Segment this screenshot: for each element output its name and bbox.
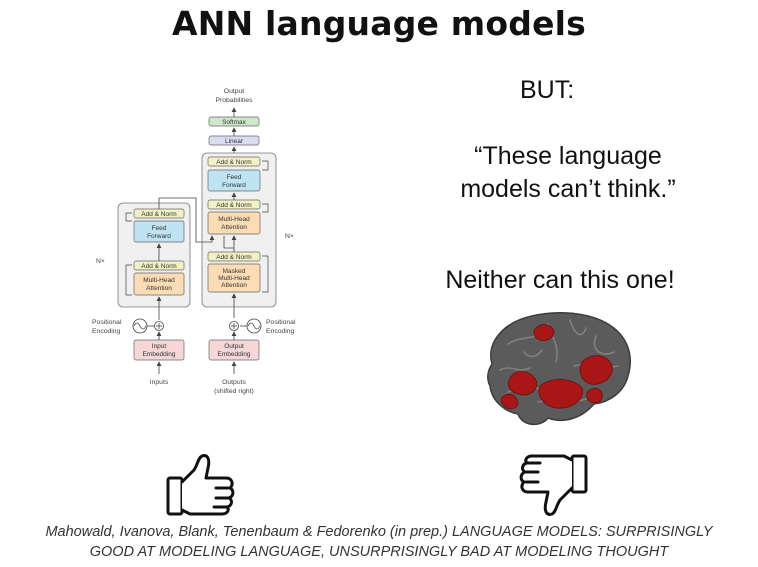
output-probabilities-label-2: Probabilities [215, 97, 253, 104]
encoder-ff-label-1: Feed [152, 225, 167, 232]
neither-text: Neither can this one! [445, 266, 675, 294]
output-probabilities-label: Output [224, 88, 245, 95]
linear-label: Linear [225, 138, 244, 145]
decoder-ff-label-1: Feed [227, 174, 242, 181]
decoder-add-norm-2-label: Add & Norm [216, 202, 251, 209]
masked-mha-label-1: Masked [223, 268, 246, 275]
output-embedding-label-2: Embedding [218, 351, 251, 358]
linear-box [208, 135, 260, 146]
encoder-mha-label-1: Multi-Head [143, 277, 175, 284]
decoder-multi-head-attention [207, 211, 261, 235]
but-text: BUT: [520, 76, 575, 104]
transformer-diagram: Output Probabilities Softmax Linear Add … [92, 88, 296, 395]
decoder-feed-forward [207, 169, 261, 192]
input-embedding-box [133, 339, 185, 361]
decoder-add-norm-1-label: Add & Norm [216, 254, 251, 261]
encoder-nx-label: N× [96, 258, 105, 265]
encoder-add-norm-1-label: Add & Norm [141, 263, 176, 270]
input-embedding-label-2: Embedding [143, 351, 176, 358]
decoder-ff-label-2: Forward [222, 182, 246, 189]
citation-line-1: Mahowald, Ivanova, Blank, Tenenbaum & Fe… [45, 524, 713, 540]
masked-mha-label-2: Multi-Head [218, 275, 250, 282]
output-embedding-box [208, 339, 260, 361]
masked-mha-label-3: Attention [221, 282, 247, 289]
quote-line-2: models can’t think.” [460, 175, 676, 203]
decoder-nx-label: N× [285, 233, 294, 240]
outputs-label-1: Outputs [222, 379, 246, 386]
input-embedding-label-1: Input [152, 343, 167, 350]
decoder-add-norm-3-label: Add & Norm [216, 159, 251, 166]
output-embedding-label-1: Output [224, 343, 244, 350]
thumbs-up-icon [166, 454, 235, 516]
decoder-mha-label-1: Multi-Head [218, 216, 250, 223]
thumbs-down-icon [519, 454, 588, 516]
slide-title: ANN language models [171, 4, 587, 43]
decoder-add-norm-3 [207, 156, 261, 167]
citation: Mahowald, Ivanova, Blank, Tenenbaum & Fe… [0, 522, 758, 562]
outputs-label-2: (shifted right) [214, 388, 254, 395]
quote-text: “These language models can’t think.” [418, 140, 718, 206]
brain-image [487, 311, 631, 426]
encoder-multi-head-attention [133, 272, 185, 296]
encoder-positional-label-1: Positional [92, 319, 122, 326]
encoder-mha-label-2: Attention [146, 285, 172, 292]
quote-line-1: “These language [474, 142, 662, 170]
encoder-ff-label-2: Forward [147, 233, 171, 240]
encoder-feed-forward [133, 220, 185, 243]
softmax-label: Softmax [222, 119, 247, 126]
citation-line-2: GOOD AT MODELING LANGUAGE, UNSURPRISINGL… [89, 544, 669, 560]
decoder-masked-attention [207, 263, 261, 293]
encoder-positional-label-2: Encoding [92, 328, 121, 335]
decoder-positional-label-2: Encoding [266, 328, 295, 335]
decoder-mha-label-2: Attention [221, 224, 247, 231]
decoder-positional-label-1: Positional [266, 319, 296, 326]
encoder-add-norm-2-label: Add & Norm [141, 211, 176, 218]
inputs-label: Inputs [150, 379, 169, 386]
softmax-box [208, 116, 260, 127]
